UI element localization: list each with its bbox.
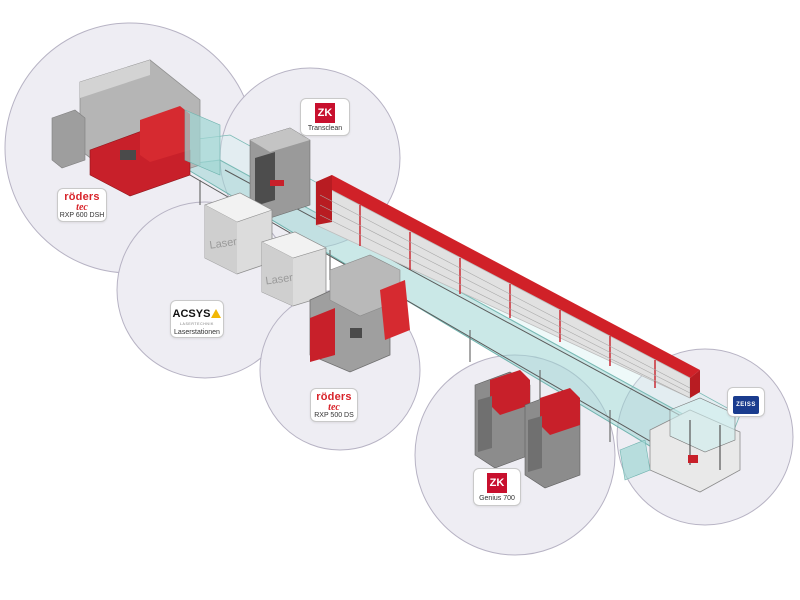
acsys-logo: ACSYS — [171, 304, 223, 322]
storage-rack — [315, 175, 700, 399]
zeiss-logo: ZEISS — [733, 396, 759, 414]
machine-zeiss-cmm — [619, 397, 741, 493]
caption-acsys: Laserstationen — [174, 329, 220, 336]
caption-roeders-500: RXP 500 DS — [314, 412, 354, 419]
zk-logo-2: ZK — [487, 473, 507, 493]
machine-genius-2 — [524, 388, 581, 489]
roeders-logo-2: röders — [316, 391, 352, 403]
logo-card-zeiss: ZEISS — [727, 387, 765, 417]
caption-transclean: Transclean — [307, 125, 343, 132]
roeders-tec-mark: tec — [76, 202, 88, 213]
caption-genius: Genius 700 — [479, 495, 515, 502]
logo-card-acsys: ACSYS LASERTECHNIK Laserstationen — [170, 300, 224, 338]
roeders-logo: röders — [64, 191, 100, 203]
laser-2-label: Laser — [265, 272, 294, 288]
caption-roeders-600: RXP 600 DSH — [59, 212, 105, 219]
logo-card-roeders-500: röders tec RXP 500 DS — [310, 388, 358, 422]
machine-roeders-600 — [51, 59, 221, 197]
logo-card-genius: ZK Genius 700 — [473, 468, 521, 506]
machine-genius-1 — [474, 370, 531, 469]
zk-logo: ZK — [315, 103, 335, 123]
logo-card-transclean: ZK Transclean — [300, 98, 350, 136]
roeders-tec-mark-2: tec — [328, 402, 340, 413]
acsys-triangle-icon — [211, 309, 222, 318]
machine-roeders-500 — [309, 254, 410, 373]
machine-laser-1: Laser — [204, 192, 273, 275]
laser-1-label: Laser — [209, 236, 238, 252]
acsys-subtitle: LASERTECHNIK — [180, 322, 214, 326]
logo-card-roeders-600: röders tec RXP 600 DSH — [57, 188, 107, 222]
machine-transclean — [249, 127, 311, 219]
machine-laser-2: Laser — [261, 231, 327, 307]
